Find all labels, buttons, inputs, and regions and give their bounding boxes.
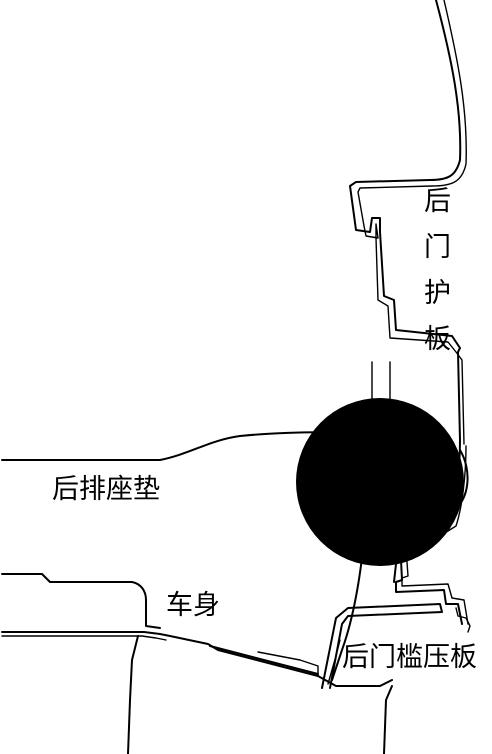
floor-rail-right: [383, 685, 393, 754]
sill-plate-inner: [455, 607, 471, 633]
door-trim-outer-line: [349, 0, 462, 441]
label-rear-door-trim-char-3: 护: [424, 278, 451, 309]
door-trim-lower-inner-line: [401, 445, 469, 625]
label-rear-door-trim-char-4: 板: [424, 324, 451, 355]
label-car-body: 车身: [166, 590, 220, 621]
label-gap-a: a: [373, 400, 387, 425]
label-rear-door-trim: 后 门 护 板: [424, 188, 454, 372]
detail-circle: [296, 398, 464, 566]
floor-rail-left: [127, 635, 139, 754]
floor-tilt-line: [209, 645, 319, 675]
floor-panel-step: [257, 651, 319, 677]
label-rear-door-trim-char-1: 后: [424, 186, 451, 217]
sill-plate-trim: [327, 639, 341, 685]
sill-plate: [321, 603, 443, 689]
label-rear-seat-cushion: 后排座垫: [52, 474, 160, 505]
car-body-lower-inner-line: [1, 635, 167, 641]
label-rear-door-sill-plate: 后门槛压板: [342, 642, 477, 673]
seat-cushion-outline: [1, 431, 376, 681]
car-body-upper-line: [1, 573, 161, 629]
label-rear-door-trim-char-2: 门: [424, 232, 451, 263]
door-trim-inner-line: [357, 0, 467, 445]
